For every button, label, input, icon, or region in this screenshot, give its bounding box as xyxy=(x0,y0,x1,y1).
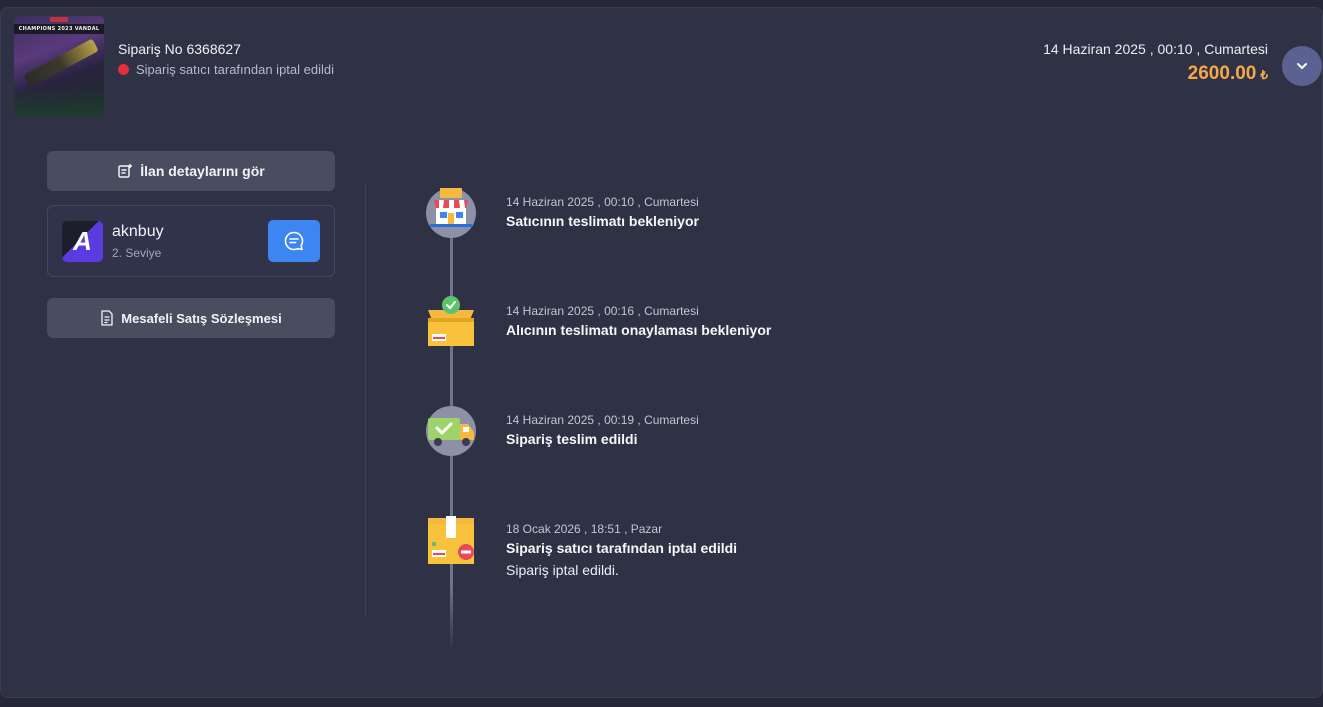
timeline-title: Satıcının teslimatı bekleniyor xyxy=(506,213,699,229)
chevron-down-icon xyxy=(1297,63,1307,69)
seller-card: A aknbuy 2. Seviye xyxy=(47,205,335,277)
status-dot-icon xyxy=(118,64,129,75)
document-icon xyxy=(101,310,113,326)
timeline-date: 14 Haziran 2025 , 00:16 , Cumartesi xyxy=(506,304,699,318)
timeline-date: 14 Haziran 2025 , 00:19 , Cumartesi xyxy=(506,413,699,427)
order-status: Sipariş satıcı tarafından iptal edildi xyxy=(118,62,334,77)
seller-avatar[interactable]: A xyxy=(62,221,103,262)
order-number: Sipariş No 6368627 xyxy=(118,41,241,57)
timeline-title: Sipariş satıcı tarafından iptal edildi xyxy=(506,540,738,556)
chat-button[interactable] xyxy=(268,220,320,262)
order-card xyxy=(0,7,1323,698)
seller-name[interactable]: aknbuy xyxy=(112,223,164,240)
box-check-icon xyxy=(426,296,476,346)
timeline-title: Sipariş teslim edildi xyxy=(506,431,638,447)
listing-details-button[interactable]: İlan detaylarını gör xyxy=(47,151,335,191)
box-cancel-icon xyxy=(426,514,476,564)
timeline-note: Sipariş iptal edildi. xyxy=(506,562,619,578)
listing-details-label: İlan detaylarını gör xyxy=(140,163,265,179)
store-icon xyxy=(426,188,476,238)
thumbnail-tag xyxy=(50,17,68,22)
delivery-truck-icon xyxy=(426,406,476,456)
product-thumbnail[interactable]: CHAMPIONS 2023 VANDAL xyxy=(14,16,104,116)
status-text: Sipariş satıcı tarafından iptal edildi xyxy=(136,62,334,77)
distance-sales-contract-button[interactable]: Mesafeli Satış Sözleşmesi xyxy=(47,298,335,338)
seller-level: 2. Seviye xyxy=(112,246,162,260)
timeline-title: Alıcının teslimatı onaylaması bekleniyor xyxy=(506,322,772,338)
contract-label: Mesafeli Satış Sözleşmesi xyxy=(121,310,282,326)
expand-button[interactable] xyxy=(1282,46,1322,86)
column-divider xyxy=(365,182,366,616)
thumbnail-glow xyxy=(14,86,104,116)
price-value: 2600.00 xyxy=(1187,63,1257,84)
order-date: 14 Haziran 2025 , 00:10 , Cumartesi xyxy=(1043,41,1268,57)
chat-icon xyxy=(284,231,304,251)
listing-icon xyxy=(118,164,133,178)
timeline-date: 14 Haziran 2025 , 00:10 , Cumartesi xyxy=(506,195,699,209)
currency-symbol: ₺ xyxy=(1260,68,1268,82)
order-price: 2600.00₺ xyxy=(1188,63,1268,85)
thumbnail-banner: CHAMPIONS 2023 VANDAL xyxy=(14,24,104,34)
weapon-image xyxy=(23,38,99,88)
timeline-date: 18 Ocak 2026 , 18:51 , Pazar xyxy=(506,522,663,536)
